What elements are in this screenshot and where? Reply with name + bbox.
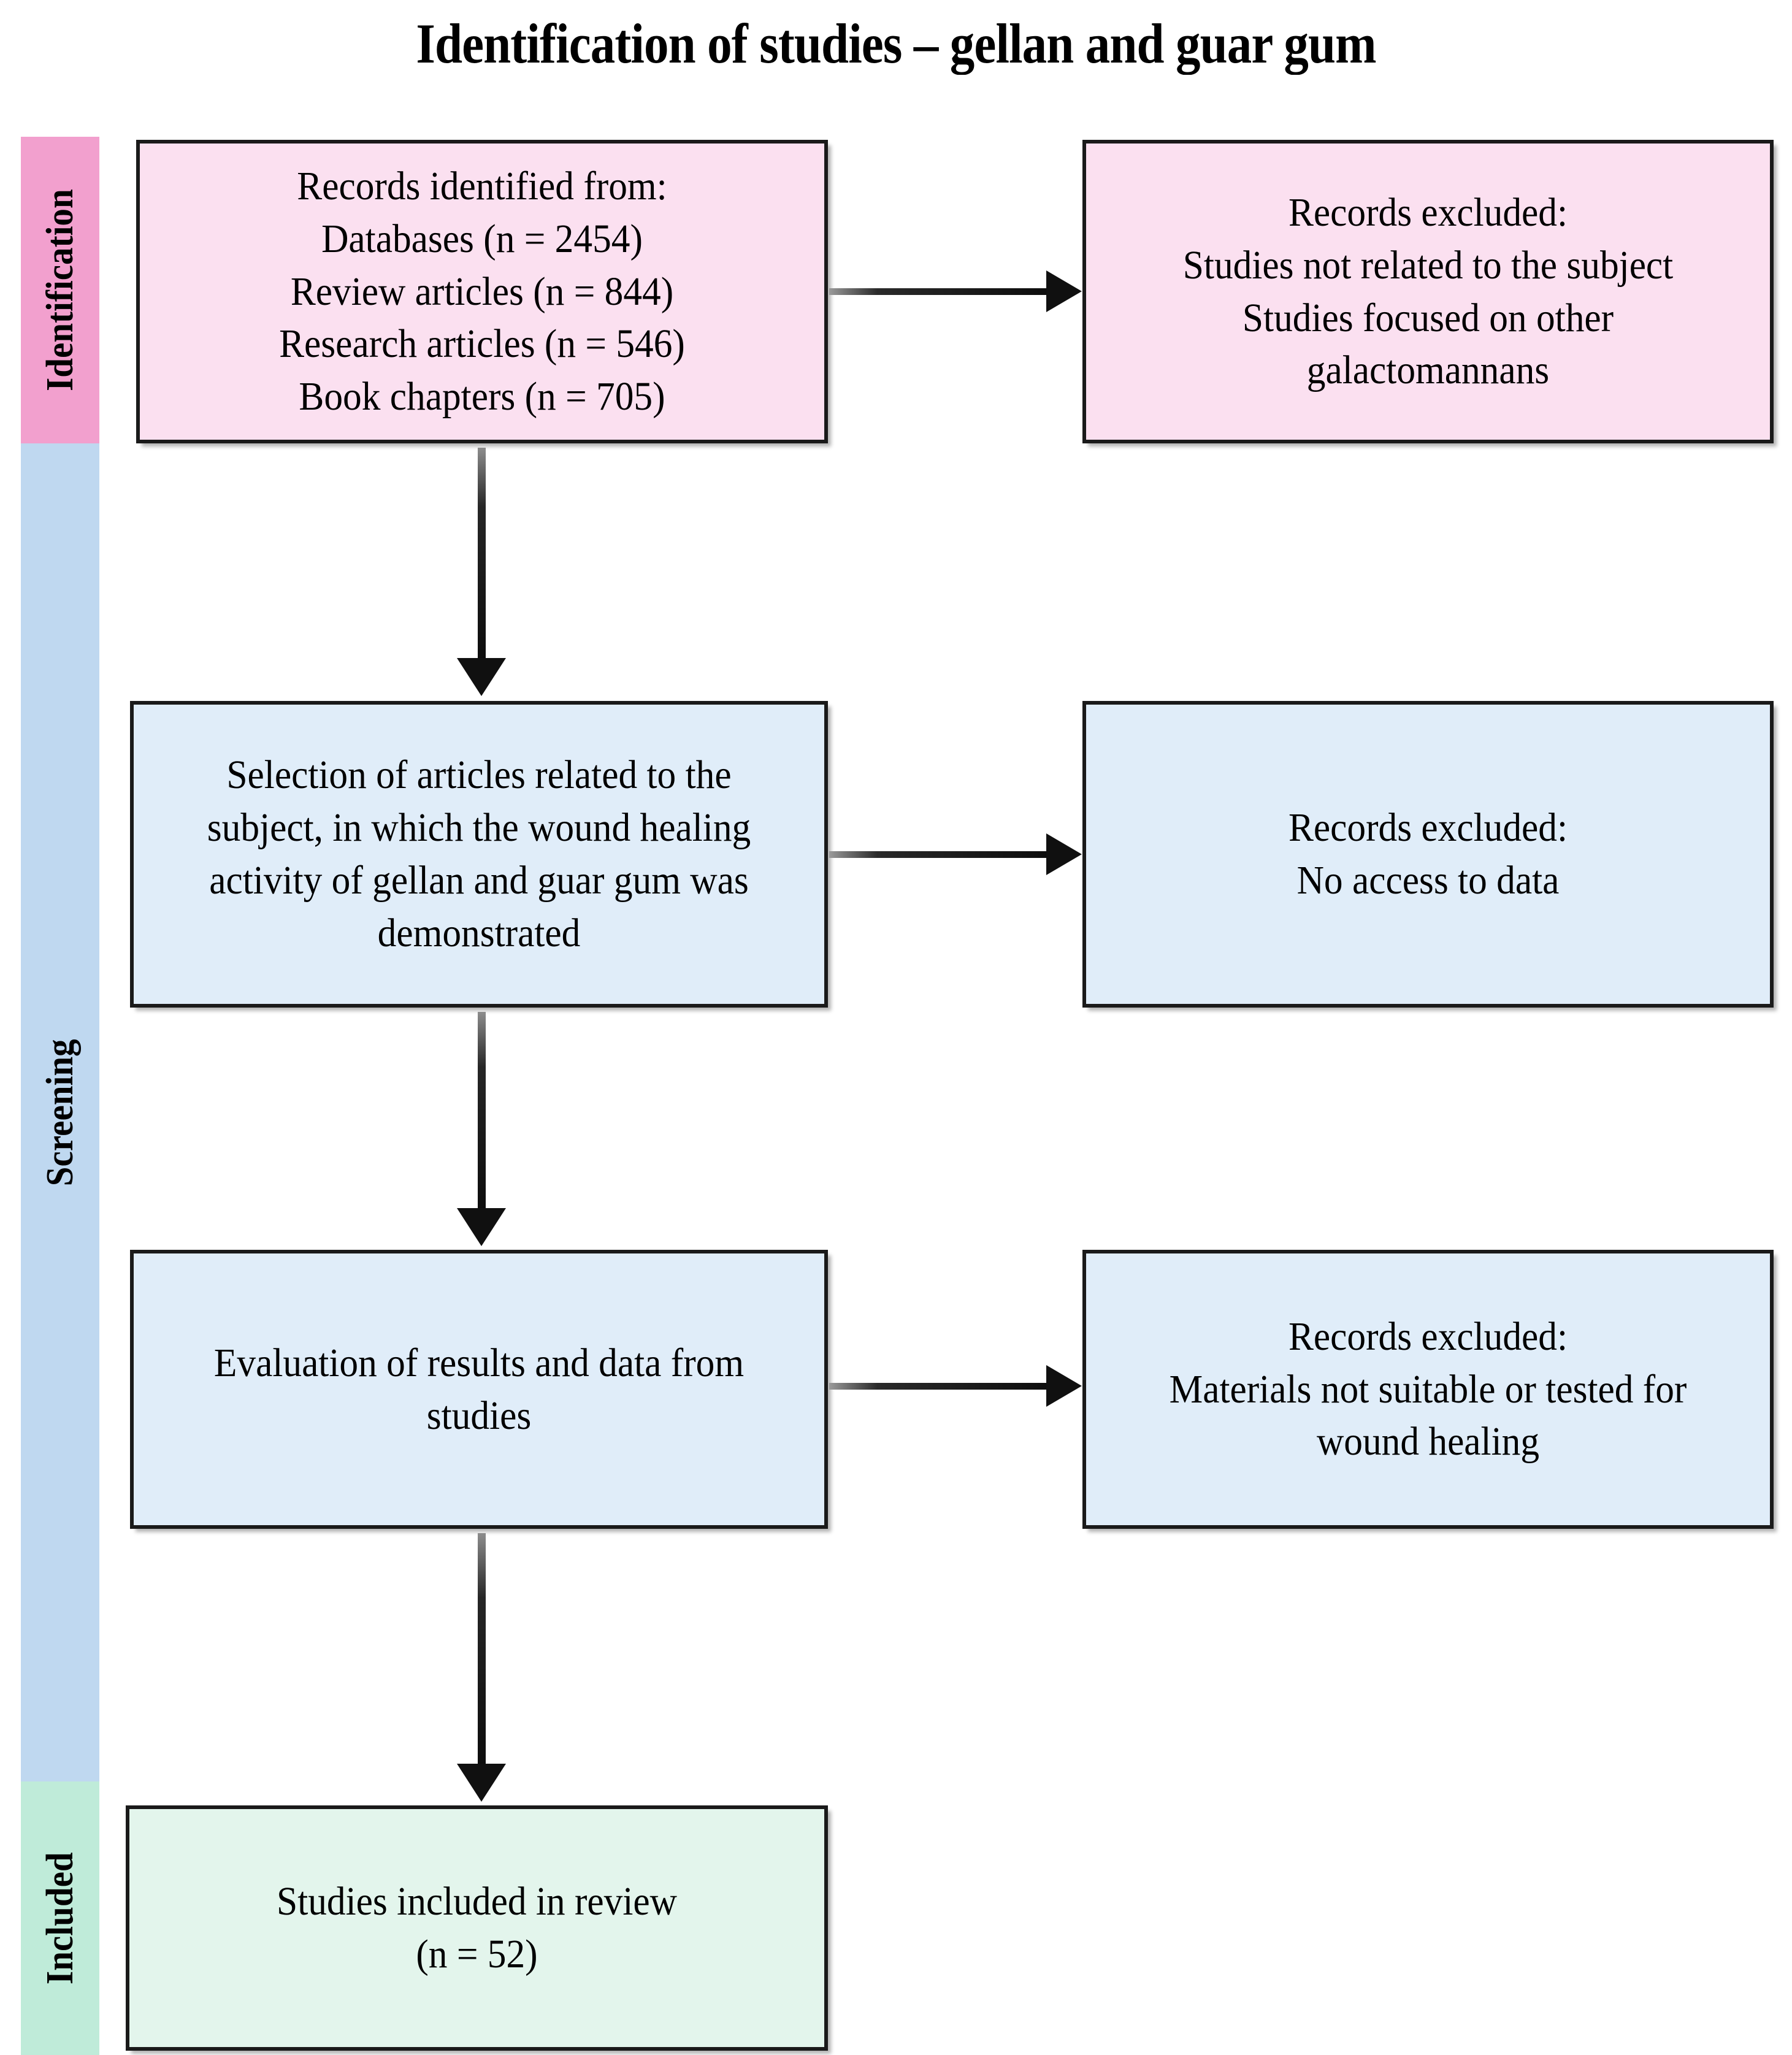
box-records-excluded-identification-text: Records excluded: Studies not related to… — [1182, 189, 1674, 393]
box-selection-of-articles: Selection of articles related to the sub… — [130, 701, 828, 1008]
box-records-excluded-identification: Records excluded: Studies not related to… — [1082, 140, 1774, 443]
stage-strip-identification: Identification — [21, 137, 99, 443]
box-studies-included: Studies included in review (n = 52) — [126, 1805, 828, 2051]
arrow-shaft — [477, 1533, 486, 1765]
arrowhead-down-icon — [457, 658, 506, 696]
arrow-identification-to-screening — [457, 448, 506, 696]
arrow-selection-to-excluded — [829, 833, 1082, 876]
page-title: Identification of studies – gellan and g… — [416, 12, 1376, 75]
arrowhead-right-icon — [1046, 270, 1082, 312]
arrowhead-right-icon — [1046, 833, 1082, 875]
arrow-shaft — [829, 288, 1047, 295]
stage-strip-included: Included — [21, 1781, 99, 2055]
stage-label-screening: Screening — [39, 1039, 81, 1186]
arrow-shaft — [829, 851, 1047, 858]
box-records-excluded-materials-text: Records excluded: Materials not suitable… — [1169, 1314, 1687, 1464]
box-records-identified: Records identified from: Databases (n = … — [136, 140, 828, 443]
box-records-identified-text: Records identified from: Databases (n = … — [279, 164, 685, 419]
box-evaluation-of-results: Evaluation of results and data from stud… — [130, 1250, 828, 1529]
arrowhead-down-icon — [457, 1208, 506, 1246]
box-records-excluded-materials: Records excluded: Materials not suitable… — [1082, 1250, 1774, 1529]
stage-label-identification: Identification — [39, 189, 81, 391]
box-studies-included-text: Studies included in review (n = 52) — [277, 1879, 677, 1977]
arrow-shaft — [477, 448, 486, 659]
arrow-shaft — [829, 1382, 1047, 1390]
box-evaluation-of-results-text: Evaluation of results and data from stud… — [213, 1340, 745, 1438]
arrow-evaluation-to-included — [457, 1533, 506, 1802]
arrowhead-right-icon — [1046, 1365, 1082, 1407]
box-selection-of-articles-text: Selection of articles related to the sub… — [207, 752, 751, 955]
stage-label-included: Included — [39, 1852, 81, 1984]
stage-strip-screening: Screening — [21, 443, 99, 1781]
box-records-excluded-no-access-text: Records excluded: No access to data — [1288, 805, 1568, 903]
arrow-identified-to-excluded — [829, 270, 1082, 313]
box-records-excluded-no-access: Records excluded: No access to data — [1082, 701, 1774, 1008]
arrow-evaluation-to-excluded — [829, 1364, 1082, 1407]
arrow-shaft — [477, 1012, 486, 1209]
arrow-selection-to-evaluation — [457, 1012, 506, 1246]
arrowhead-down-icon — [457, 1764, 506, 1802]
